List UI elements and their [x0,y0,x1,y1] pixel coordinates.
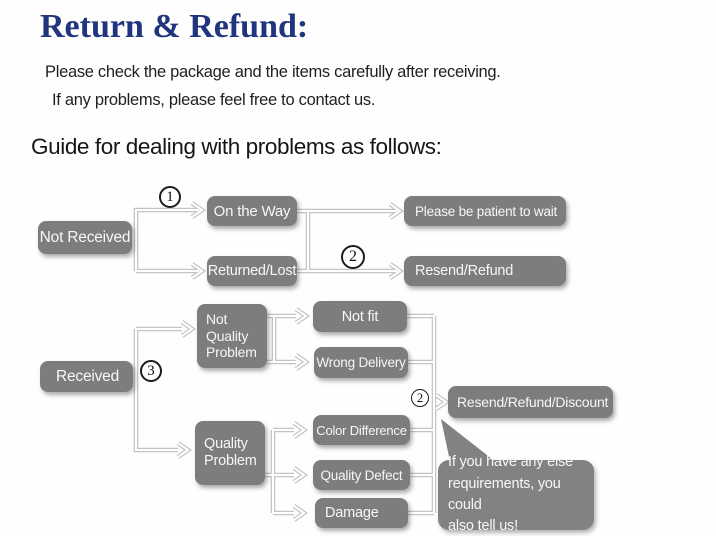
connector-cores [134,202,448,521]
subtitle-line-2: If any problems, please feel free to con… [52,91,376,109]
node-received: Received [40,361,133,392]
node-color-difference: Color Difference [313,415,410,445]
node-not-received: Not Received [38,221,132,254]
node-not-fit: Not fit [313,301,407,332]
node-resend-refund-discount: Resend/Refund/Discount [448,386,613,418]
guide-heading: Guide for dealing with problems as follo… [31,134,442,159]
page-title: Return & Refund: [40,8,309,45]
node-quality-defect: Quality Defect [313,460,410,490]
node-quality-problem: Quality Problem [195,421,265,485]
speech-bubble: If you have any else requirements, you c… [438,454,594,534]
step-2-bottom-badge: 2 [411,389,429,407]
step-3-badge: 3 [140,360,162,382]
step-2-top-badge: 2 [341,245,365,269]
node-damage: Damage [315,498,408,528]
node-on-the-way: On the Way [207,196,297,226]
step-1-badge: 1 [159,186,181,208]
subtitle-line-1: Please check the package and the items c… [45,63,501,81]
node-wrong-delivery: Wrong Delivery [314,347,408,378]
node-resend-refund: Resend/Refund [404,256,566,286]
node-returned-lost: Returned/Lost [207,256,297,286]
node-not-quality-problem: Not Quality Problem [197,304,267,368]
speech-bubble-tail [441,419,501,466]
node-please-be-patient: Please be patient to wait [404,196,566,226]
